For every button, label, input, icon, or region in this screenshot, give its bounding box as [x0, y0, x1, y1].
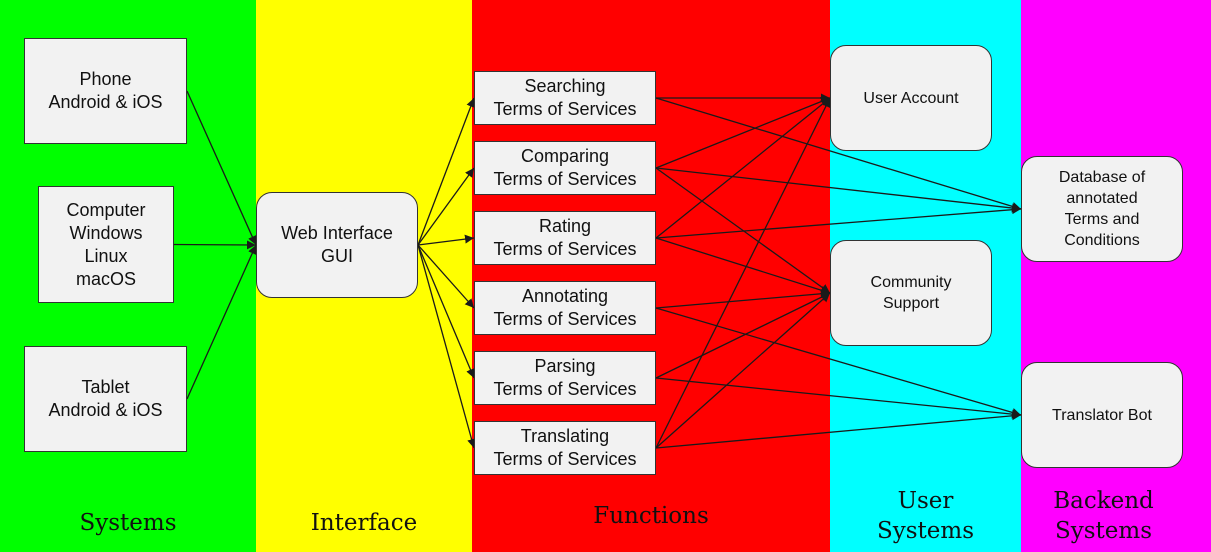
edge-computer-to-web — [173, 240, 257, 250]
edge-web-to-annotating — [417, 244, 475, 309]
node-web-interface[interactable]: Web Interface GUI — [256, 192, 418, 298]
label-systems: Systems — [79, 510, 177, 536]
node-rating[interactable]: Rating Terms of Services — [474, 211, 656, 265]
edge-annotating-to-community — [655, 289, 831, 309]
node-parsing[interactable]: Parsing Terms of Services — [474, 351, 656, 405]
node-tablet[interactable]: Tablet Android & iOS — [24, 346, 187, 452]
edge-rating-to-community — [655, 237, 831, 295]
label-user-systems: User Systems — [876, 488, 975, 544]
edge-searching-to-database — [655, 97, 1022, 211]
edge-web-to-comparing — [417, 167, 475, 246]
edge-translating-to-community — [655, 292, 831, 449]
edge-rating-to-database — [655, 205, 1022, 239]
edge-phone-to-web — [186, 90, 257, 246]
node-searching[interactable]: Searching Terms of Services — [474, 71, 656, 125]
edge-web-to-parsing — [417, 244, 475, 379]
edge-web-to-searching — [417, 97, 476, 246]
edge-web-to-translating — [417, 244, 476, 449]
edge-comparing-to-database — [655, 167, 1022, 213]
node-community-support[interactable]: Community Support — [830, 240, 992, 346]
label-backend-systems: Backend Systems — [1053, 488, 1154, 544]
node-annotating[interactable]: Annotating Terms of Services — [474, 281, 656, 335]
edge-translating-to-bot — [655, 411, 1022, 449]
node-user-account[interactable]: User Account — [830, 45, 992, 151]
label-interface: Interface — [310, 510, 418, 536]
node-translator-bot[interactable]: Translator Bot — [1021, 362, 1183, 468]
label-functions: Functions — [593, 503, 709, 529]
edge-parsing-to-community — [655, 292, 831, 379]
node-database[interactable]: Database of annotated Terms and Conditio… — [1021, 156, 1183, 262]
edge-rating-to-account — [655, 97, 831, 239]
node-translating[interactable]: Translating Terms of Services — [474, 421, 656, 475]
edge-tablet-to-web — [186, 244, 257, 400]
edge-comparing-to-account — [655, 97, 831, 169]
edge-parsing-to-bot — [655, 377, 1022, 419]
node-phone[interactable]: Phone Android & iOS — [24, 38, 187, 144]
edge-web-to-rating — [417, 234, 475, 246]
node-computer[interactable]: Computer Windows Linux macOS — [38, 186, 174, 303]
node-comparing[interactable]: Comparing Terms of Services — [474, 141, 656, 195]
edge-translating-to-account — [655, 97, 831, 449]
